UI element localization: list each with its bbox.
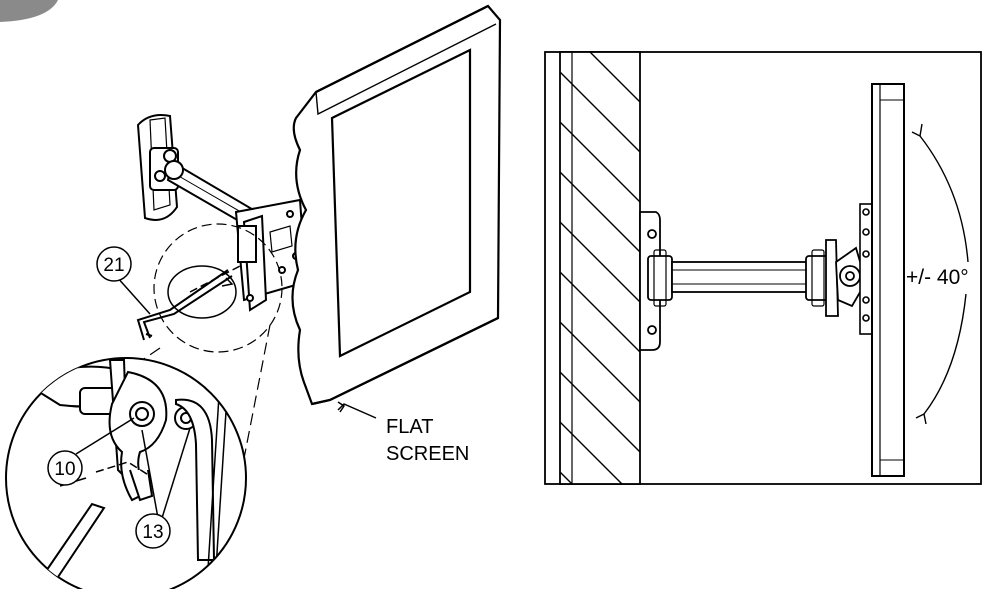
magnified-detail [5,357,247,589]
tilt-angle-label: +/- 40° [906,266,969,289]
top-wall-plate [639,211,673,351]
wall-section [559,51,641,485]
detail-marker [153,223,283,353]
callout-10: 10 [47,450,83,486]
top-screen-bracket [859,203,873,335]
tilt-arc [911,123,969,425]
top-view: +/- 40° [544,51,982,485]
top-arm [671,261,809,293]
callout-21: 21 [96,246,132,282]
step-badge [0,0,58,22]
allen-key-tool [136,269,233,341]
flat-screen-label-line1: FLAT [386,416,433,438]
flat-screen [291,4,502,406]
leader-lines [75,275,377,519]
rotation-arrow [167,265,241,319]
svg-text:10: 10 [54,459,75,480]
flat-screen-label-line2: SCREEN [386,443,469,465]
top-screen [871,83,905,477]
svg-text:21: 21 [103,255,124,276]
callout-13: 13 [135,513,171,549]
svg-text:13: 13 [142,522,163,543]
